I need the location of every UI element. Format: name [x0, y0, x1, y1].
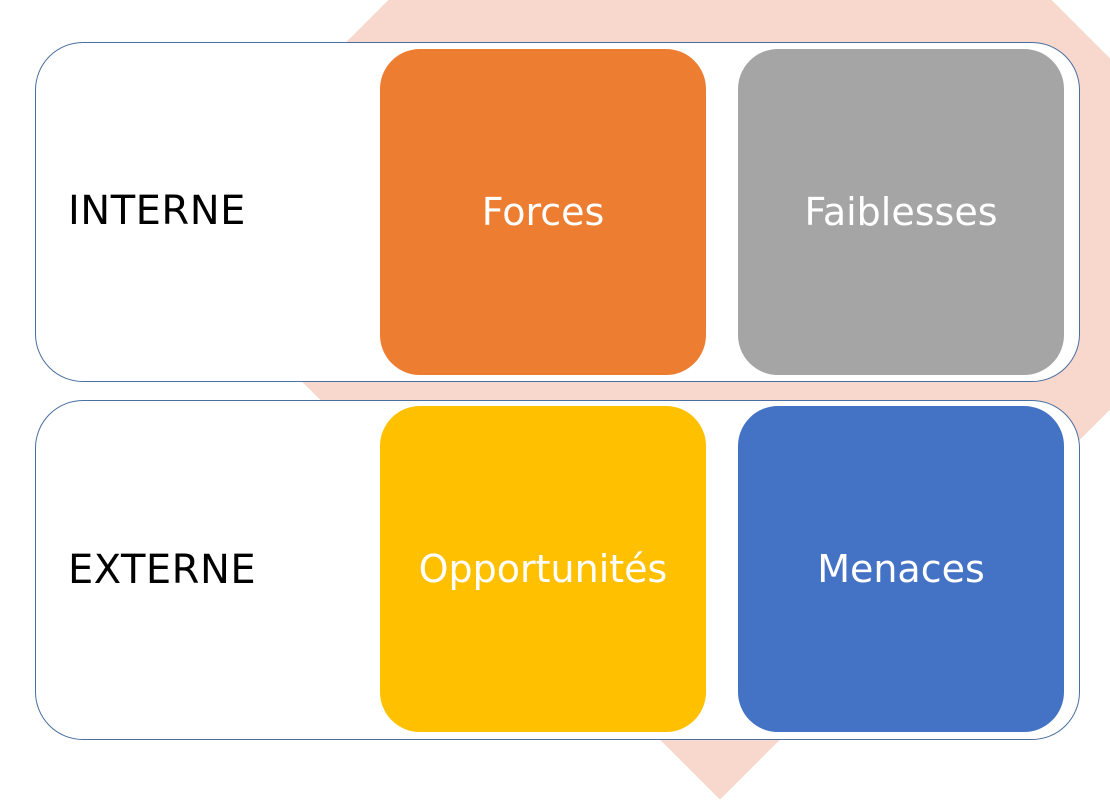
opportunities-label: Opportunités [418, 547, 668, 591]
threats-tile: Menaces [736, 404, 1066, 734]
weaknesses-tile: Faiblesses [736, 47, 1066, 377]
opportunities-tile: Opportunités [378, 404, 708, 734]
external-row-label: EXTERNE [68, 547, 257, 593]
strengths-label: Forces [481, 190, 605, 234]
threats-label: Menaces [817, 547, 985, 591]
weaknesses-label: Faiblesses [804, 190, 998, 234]
internal-row-label: INTERNE [68, 188, 246, 234]
strengths-tile: Forces [378, 47, 708, 377]
